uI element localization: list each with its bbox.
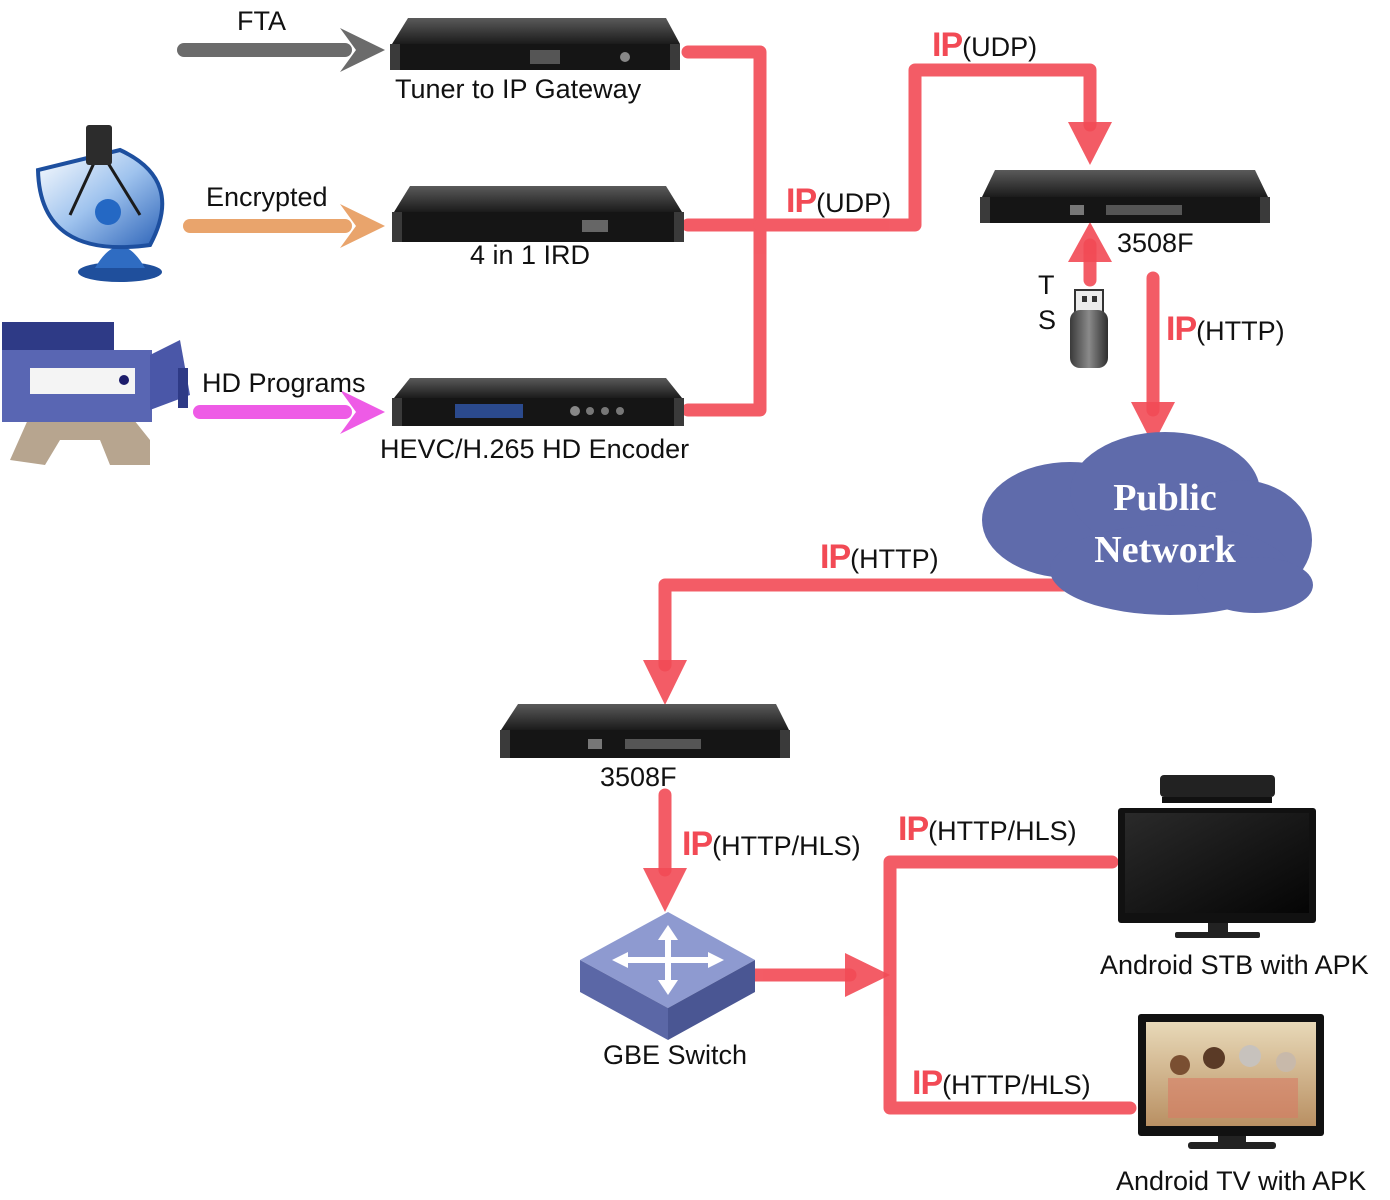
encoder-device	[392, 378, 684, 426]
fta-arrow	[177, 28, 385, 72]
usb-drive-icon	[1070, 289, 1108, 368]
proto-text: (HTTP)	[1196, 316, 1285, 346]
link-cloud-to-server2	[658, 578, 1082, 672]
arrow-down-cloud	[1131, 402, 1175, 445]
link-branch	[883, 855, 1137, 1115]
server-3508f-bottom-device	[500, 704, 790, 758]
stb-label: Android STB with APK	[1100, 950, 1369, 980]
ip-word: IP	[898, 810, 929, 848]
ip-word: IP	[682, 825, 713, 863]
server-3508f-top-device	[980, 170, 1270, 223]
arrow-right-switch	[845, 953, 890, 997]
ip-http-cloud-label: IP(HTTP)	[820, 538, 939, 577]
hd-programs-label: HD Programs	[202, 368, 366, 398]
server-bottom-label: 3508F	[600, 762, 677, 792]
ip-word: IP	[820, 538, 851, 576]
ip-word: IP	[932, 26, 963, 64]
encoder-label: HEVC/H.265 HD Encoder	[380, 434, 690, 464]
tuner-gateway-device	[390, 18, 680, 70]
tv-label: Android TV with APK	[1116, 1166, 1367, 1196]
arrow-up-usb	[1068, 222, 1112, 262]
link-lines	[658, 45, 1160, 1115]
arrow-down-server2	[643, 660, 687, 705]
arrow-down-server-top	[1068, 122, 1112, 165]
ip-word: IP	[912, 1064, 943, 1102]
ip-hls-stb-label: IP(HTTP/HLS)	[898, 810, 1077, 849]
ip-word: IP	[1166, 310, 1197, 348]
hd-programs-arrow	[193, 390, 385, 434]
proto-text: (HTTP/HLS)	[928, 816, 1077, 846]
link-arrowheads	[643, 122, 1175, 997]
ird-device	[392, 186, 684, 242]
server-top-label: 3508F	[1117, 228, 1194, 258]
ip-http-right-label: IP(HTTP)	[1166, 310, 1285, 349]
link-bus-to-server	[753, 63, 1097, 232]
proto-text: (HTTP)	[850, 544, 939, 574]
encrypted-arrow	[183, 204, 385, 248]
usb-t-label: T	[1038, 270, 1055, 300]
fta-label: FTA	[237, 6, 286, 36]
ip-hls-switch-label: IP(HTTP/HLS)	[682, 825, 861, 864]
usb-s-label: S	[1038, 305, 1057, 335]
proto-text: (HTTP/HLS)	[942, 1070, 1091, 1100]
ip-word: IP	[786, 182, 817, 220]
satellite-dish-icon	[35, 125, 165, 282]
ird-label: 4 in 1 IRD	[470, 240, 591, 270]
android-tv-icon	[1138, 1014, 1324, 1149]
gbe-switch-icon	[580, 912, 755, 1040]
public-network-cloud	[982, 432, 1313, 615]
cloud-label-line1: Public	[1113, 477, 1217, 519]
ip-udp-top-label: IP(UDP)	[932, 26, 1037, 65]
camera-icon	[2, 322, 190, 465]
cloud-label-line2: Network	[1094, 529, 1236, 571]
encrypted-label: Encrypted	[206, 182, 328, 212]
android-stb-tv-icon	[1118, 775, 1316, 938]
cloud-label: Public Network	[1060, 472, 1270, 576]
tuner-gateway-label: Tuner to IP Gateway	[395, 74, 642, 104]
arrow-down-switch	[643, 868, 687, 912]
proto-text: (UDP)	[816, 188, 892, 218]
proto-text: (HTTP/HLS)	[712, 831, 861, 861]
switch-label: GBE Switch	[603, 1040, 748, 1070]
ip-udp-mid-label: IP(UDP)	[786, 182, 891, 221]
proto-text: (UDP)	[962, 32, 1038, 62]
ip-hls-tv-label: IP(HTTP/HLS)	[912, 1064, 1091, 1103]
